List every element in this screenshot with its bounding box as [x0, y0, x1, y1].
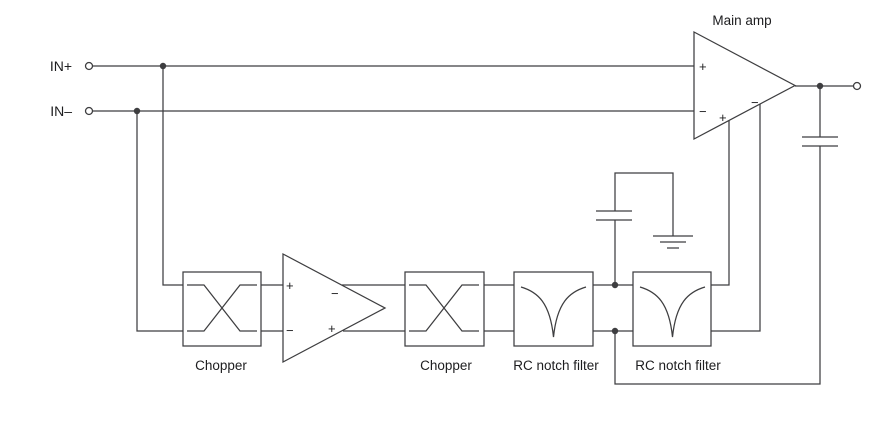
wire-in-minus-drop-to-chopper1 [136, 111, 183, 332]
wire-in-plus-drop-to-chopper1 [162, 66, 183, 286]
junction-dot [159, 62, 167, 70]
in-minus-label: IN– [50, 103, 72, 119]
chopper1-block [182, 271, 262, 347]
notch-response-curve-icon [520, 286, 587, 338]
labels: IN+ IN– Main amp Chopper Chopper RC notc… [50, 13, 772, 373]
wire-flying-cap-to-ground [614, 172, 674, 236]
main-amp-aux-plus-sign: + [719, 110, 727, 125]
io-terminals [84, 61, 862, 116]
main-amp-label: Main amp [712, 13, 771, 28]
wires [92, 65, 854, 385]
junction-dot [816, 82, 824, 90]
junction-dot [611, 327, 619, 335]
main-amp-triangle [693, 30, 797, 141]
null-amp-output-plus-sign: + [328, 321, 336, 336]
main-amp-aux-minus-sign: − [751, 95, 759, 110]
wire-feedback-return [614, 146, 821, 385]
main-amp-input-plus-sign: + [699, 59, 707, 74]
output-terminal-icon [852, 81, 862, 91]
null-amp-output-minus-sign: − [331, 286, 339, 301]
rc-notch-filter1-label: RC notch filter [513, 358, 599, 373]
ground-icon [653, 235, 693, 249]
wire-notch2-to-main-amp-aux-minus [711, 104, 761, 332]
junction-dots [133, 62, 824, 335]
junction-dot [611, 281, 619, 289]
rc-notch-filter2-block [632, 271, 712, 347]
in-plus-label: IN+ [50, 58, 72, 74]
chopper2-cross-switch-icon [409, 284, 479, 332]
rc-notch-filter1-block [513, 271, 594, 347]
null-amp-input-plus-sign: + [286, 278, 294, 293]
junction-dot [133, 107, 141, 115]
in-plus-terminal-icon [84, 61, 94, 71]
wire-notch2-to-main-amp-aux-plus [711, 120, 730, 286]
null-amp-triangle [282, 252, 387, 364]
chopper2-block [404, 271, 485, 347]
flying-capacitor [596, 210, 632, 221]
chopper1-label: Chopper [195, 358, 247, 373]
null-amp-input-minus-sign: − [286, 323, 294, 338]
null-amp: + − − + [282, 252, 387, 364]
notch-response-curve-icon [639, 286, 706, 338]
main-amp: + − + − [693, 30, 797, 141]
output-capacitor [802, 136, 838, 147]
chopper1-cross-switch-icon [187, 284, 257, 332]
rc-notch-filter2-label: RC notch filter [635, 358, 721, 373]
chopper2-label: Chopper [420, 358, 472, 373]
main-amp-input-minus-sign: − [699, 104, 707, 119]
in-minus-terminal-icon [84, 106, 94, 116]
